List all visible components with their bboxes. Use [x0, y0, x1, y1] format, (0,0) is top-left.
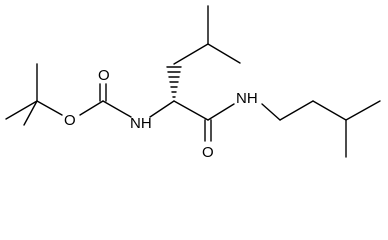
bond-ch-methyl-right-tail: [345, 100, 381, 121]
atom-labels: O O NH O NH: [64, 67, 258, 161]
bond-tbu-to-ester-o: [36, 100, 63, 116]
bond-tbu-methyl-bottom: [23, 100, 38, 126]
bond-nh-to-alpha-c: [149, 100, 175, 118]
carbamate-nh-label: NH: [130, 115, 152, 132]
bond-nh-to-ch2a: [261, 103, 281, 121]
boc-leucine-isoamylamide-structure: O O NH O NH: [5, 5, 381, 161]
ester-oxygen-label: O: [64, 112, 76, 129]
bond-ch2-to-ch: [173, 43, 209, 65]
bond-ch2a-to-ch2b: [279, 100, 314, 121]
amide-nh-label: NH: [236, 90, 258, 107]
bond-tbu-methyl-left: [5, 100, 38, 120]
bond-ch-methyl-right: [207, 43, 241, 64]
bond-alpha-to-amide-c: [173, 100, 209, 121]
bonds: [5, 5, 381, 158]
bond-ch2b-to-ch: [312, 100, 347, 121]
bond-alpha-to-ch2-hashed: [166, 66, 182, 98]
bond-carbamate-c-to-nh: [102, 100, 132, 118]
bond-amide-c-to-nh: [207, 103, 235, 121]
bond-ester-o-to-carbonyl-c: [79, 100, 104, 116]
amide-oxygen-label: O: [202, 144, 214, 161]
carbonyl-oxygen-label: O: [98, 67, 110, 84]
